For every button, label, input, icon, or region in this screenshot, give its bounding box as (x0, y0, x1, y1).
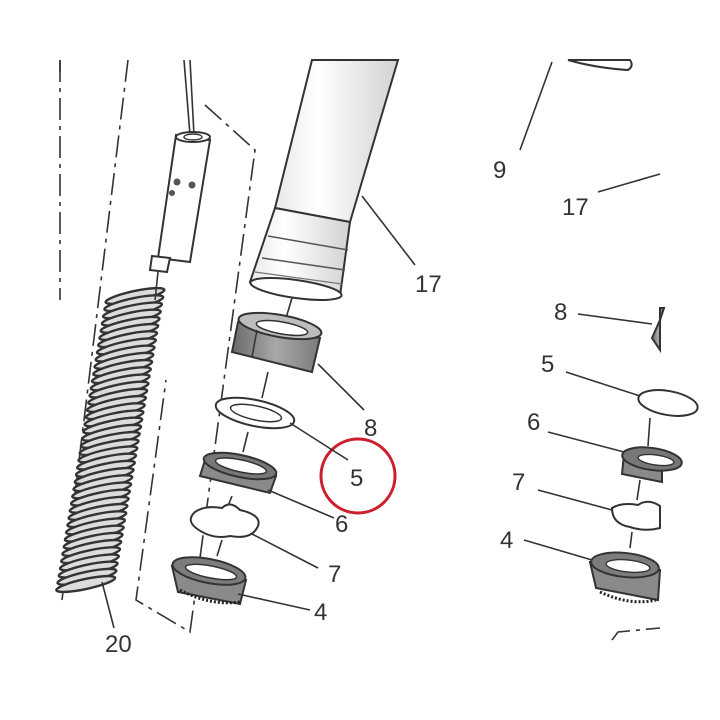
callout-9: 9 (493, 157, 506, 184)
right-retaining-clip (610, 500, 661, 531)
oil-seal (198, 451, 278, 507)
callout-20: 20 (105, 631, 132, 658)
assembly-boundary-lines (59, 59, 256, 634)
callout-6: 6 (335, 511, 348, 538)
retaining-clip (189, 503, 260, 557)
left-callouts: 17 8 5 6 7 4 20 (105, 271, 442, 658)
right-oil-seal (620, 446, 683, 484)
damper-rod (148, 59, 212, 301)
callout-6-right: 6 (527, 409, 540, 436)
right-fork-assembly: 9 17 8 5 6 7 4 (493, 59, 699, 641)
callout-8-right: 8 (554, 299, 567, 326)
callout-4-right: 4 (500, 527, 513, 554)
callout-17: 17 (415, 271, 442, 298)
leader-lines (101, 195, 416, 629)
fork-tube (248, 59, 400, 319)
callout-4: 4 (314, 599, 327, 626)
bushing (230, 311, 323, 399)
right-dust-seal (588, 551, 662, 604)
steering-part (567, 59, 633, 72)
callout-5-highlighted: 5 (350, 465, 363, 492)
spring-coil (55, 574, 117, 594)
callout-17-right: 17 (562, 194, 589, 221)
dust-seal (170, 556, 248, 606)
washer (214, 396, 296, 453)
highlight-circle (319, 437, 397, 515)
right-leader-lines (519, 61, 661, 561)
callout-7-right: 7 (512, 469, 525, 496)
right-washer (637, 389, 699, 417)
right-boundary-lines (611, 417, 661, 641)
right-bushing (650, 307, 666, 354)
callout-8: 8 (364, 415, 377, 442)
left-fork-assembly: 17 8 5 6 7 4 20 (55, 59, 442, 658)
right-callouts: 9 17 8 5 6 7 4 (493, 157, 589, 554)
callout-5-right: 5 (541, 351, 554, 378)
spring (55, 286, 166, 594)
callout-7: 7 (328, 561, 341, 588)
